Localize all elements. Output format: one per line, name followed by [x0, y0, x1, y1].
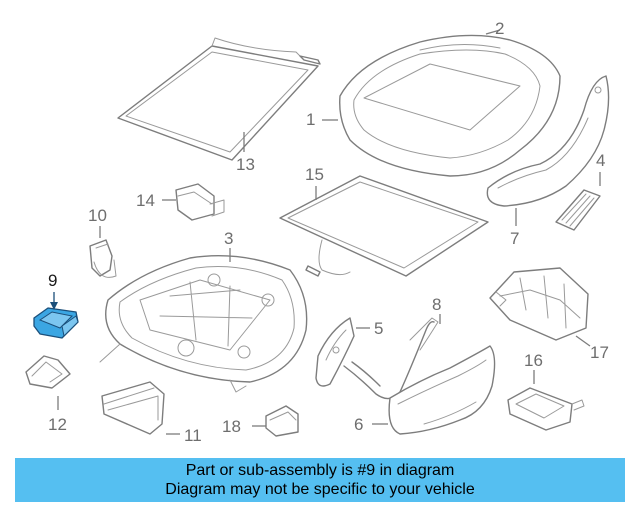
- callout-8: 8: [432, 295, 441, 314]
- part-5-plate: [315, 317, 370, 387]
- part-12-bracket: [25, 355, 71, 410]
- part-6-side-shield: [372, 345, 496, 435]
- part-17-mechanism: [489, 267, 591, 347]
- callout-14: 14: [136, 191, 155, 210]
- part-11-rail: [101, 381, 180, 435]
- callout-16: 16: [524, 351, 543, 370]
- part-16-switch-unit: [507, 370, 585, 431]
- callout-18: 18: [222, 417, 241, 436]
- callout-7: 7: [510, 229, 519, 248]
- callout-1: 1: [306, 110, 315, 129]
- callout-17: 17: [590, 343, 609, 362]
- part-3-seat-frame: [99, 248, 308, 393]
- part-2-cushion-cover: [322, 29, 561, 177]
- part-10-clip: [89, 226, 117, 278]
- callout-2: 2: [495, 19, 504, 38]
- callout-15: 15: [305, 165, 324, 184]
- callout-3: 3: [224, 229, 233, 248]
- callout-9: 9: [48, 271, 57, 290]
- callout-11: 11: [184, 426, 202, 445]
- callout-6: 6: [354, 415, 363, 434]
- part-9-highlighted: [33, 292, 79, 339]
- callout-12: 12: [48, 415, 67, 434]
- banner-line-2: Diagram may not be specific to your vehi…: [165, 481, 475, 498]
- callout-5: 5: [374, 319, 383, 338]
- parts-diagram: 2 1 13 4 15 14 10 7 3 9 8 5 17 16 12 18 …: [25, 19, 610, 445]
- info-banner: Part or sub-assembly is #9 in diagram Di…: [15, 458, 625, 502]
- banner-line-1: Part or sub-assembly is #9 in diagram: [185, 462, 455, 479]
- part-14-module: [162, 183, 225, 221]
- callout-4: 4: [596, 151, 605, 170]
- part-4-switch: [555, 172, 601, 231]
- callout-10: 10: [88, 206, 107, 225]
- callout-13: 13: [236, 155, 255, 174]
- part-15-pad: [279, 175, 489, 277]
- part-13-heater-pad: [117, 37, 321, 161]
- part-7-side-trim: [486, 75, 610, 226]
- part-18-clip: [252, 405, 299, 437]
